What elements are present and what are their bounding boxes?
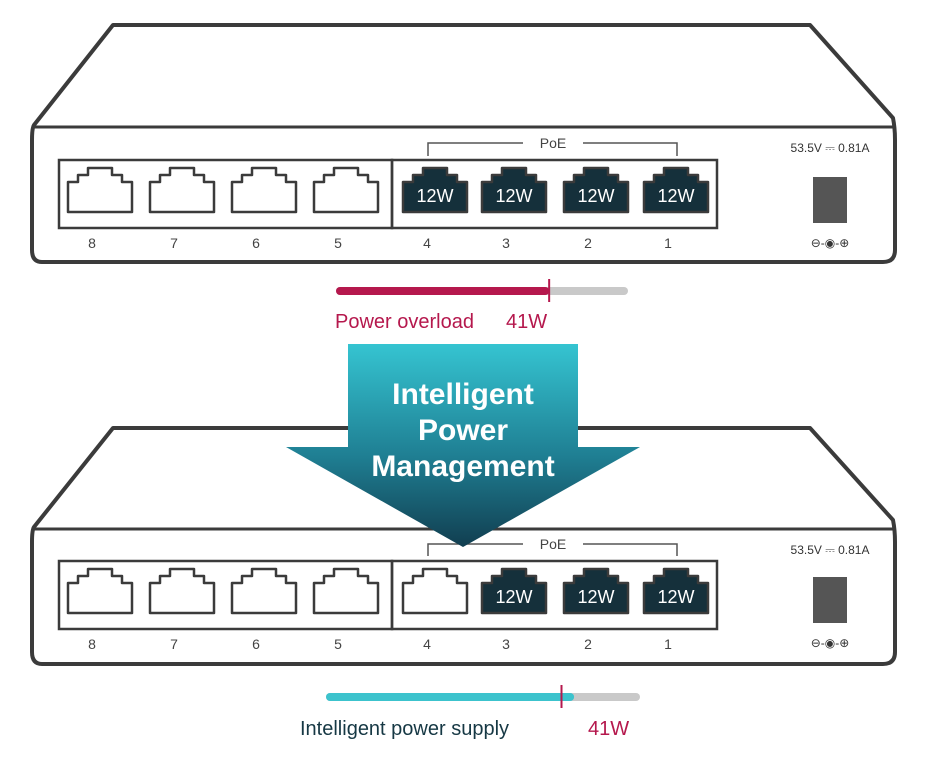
bottom-port-1-number: 1 bbox=[664, 636, 672, 652]
top-port-1 bbox=[642, 166, 710, 214]
bottom-port-2-number: 2 bbox=[584, 636, 592, 652]
bottom-poe-label: PoE bbox=[540, 536, 566, 552]
top-port-panel-poe bbox=[390, 158, 719, 230]
bottom-port-1 bbox=[642, 567, 710, 615]
bottom-port-6 bbox=[230, 567, 298, 615]
bottom-port-5-number: 5 bbox=[334, 636, 342, 652]
top-poe-label: PoE bbox=[540, 135, 566, 151]
bottom-poe-bracket bbox=[427, 543, 678, 556]
bottom-port-3-watts: 12W bbox=[495, 587, 532, 607]
top-power-rating: 53.5V ⎓ 0.81A bbox=[791, 141, 870, 155]
top-port-4-number: 4 bbox=[423, 235, 431, 251]
top-meter-value: 41W bbox=[506, 311, 547, 333]
bottom-port-7 bbox=[148, 567, 216, 615]
top-port-1-watts: 12W bbox=[657, 186, 694, 206]
top-port-2-watts: 12W bbox=[577, 186, 614, 206]
top-power-meter: Power overload 41W bbox=[335, 279, 628, 333]
top-power-jack bbox=[813, 177, 847, 223]
bottom-ports: 8 7 6 5 4 12W 3 12W 2 12W 1 bbox=[66, 567, 710, 652]
bottom-power-symbol: ⊖-◉-⊕ bbox=[811, 636, 850, 650]
top-port-3-number: 3 bbox=[502, 235, 510, 251]
bottom-meter-value: 41W bbox=[588, 718, 629, 740]
top-port-2-number: 2 bbox=[584, 235, 592, 251]
top-port-4 bbox=[401, 166, 469, 214]
arrow-shape bbox=[286, 344, 640, 547]
top-port-8 bbox=[66, 166, 134, 214]
bottom-power-rating: 53.5V ⎓ 0.81A bbox=[791, 543, 870, 557]
arrow-line-2: Power bbox=[418, 414, 508, 447]
bottom-port-6-number: 6 bbox=[252, 636, 260, 652]
bottom-port-2-watts: 12W bbox=[577, 587, 614, 607]
top-poe-bracket bbox=[427, 142, 678, 156]
arrow-line-1: Intelligent bbox=[392, 378, 534, 411]
bottom-meter-fill bbox=[326, 693, 575, 701]
bottom-port-7-number: 7 bbox=[170, 636, 178, 652]
bottom-port-4-number: 4 bbox=[423, 636, 431, 652]
top-port-2 bbox=[562, 166, 630, 214]
top-port-3-watts: 12W bbox=[495, 186, 532, 206]
top-port-7-number: 7 bbox=[170, 235, 178, 251]
top-meter-label: Power overload bbox=[335, 311, 474, 333]
bottom-port-4 bbox=[401, 567, 469, 615]
top-port-5 bbox=[312, 166, 380, 214]
top-power-symbol: ⊖-◉-⊕ bbox=[811, 236, 850, 250]
bottom-power-jack bbox=[813, 577, 847, 623]
arrow-line-3: Management bbox=[371, 450, 554, 483]
top-port-6 bbox=[230, 166, 298, 214]
top-switch: PoE 8 7 6 5 12W 4 12W 3 12W 2 12W 1 53.5V ⎓ 0.81A ⊖… bbox=[30, 23, 897, 264]
bottom-power-meter: Intelligent power supply 41W bbox=[300, 685, 640, 740]
top-port-4-watts: 12W bbox=[416, 186, 453, 206]
top-ports: 8 7 6 5 12W 4 12W 3 12W 2 12W 1 bbox=[66, 166, 710, 251]
top-port-8-number: 8 bbox=[88, 235, 96, 251]
bottom-port-2 bbox=[562, 567, 630, 615]
intelligent-power-arrow: Intelligent Power Management bbox=[286, 344, 640, 547]
top-port-1-number: 1 bbox=[664, 235, 672, 251]
bottom-meter-label: Intelligent power supply bbox=[300, 718, 509, 740]
top-port-6-number: 6 bbox=[252, 235, 260, 251]
bottom-port-1-watts: 12W bbox=[657, 587, 694, 607]
bottom-port-panel-poe bbox=[390, 559, 719, 631]
top-meter-fill bbox=[336, 287, 550, 295]
top-port-3 bbox=[480, 166, 548, 214]
top-port-5-number: 5 bbox=[334, 235, 342, 251]
bottom-port-8-number: 8 bbox=[88, 636, 96, 652]
bottom-port-3 bbox=[480, 567, 548, 615]
bottom-port-8 bbox=[66, 567, 134, 615]
bottom-port-5 bbox=[312, 567, 380, 615]
bottom-port-3-number: 3 bbox=[502, 636, 510, 652]
top-port-7 bbox=[148, 166, 216, 214]
